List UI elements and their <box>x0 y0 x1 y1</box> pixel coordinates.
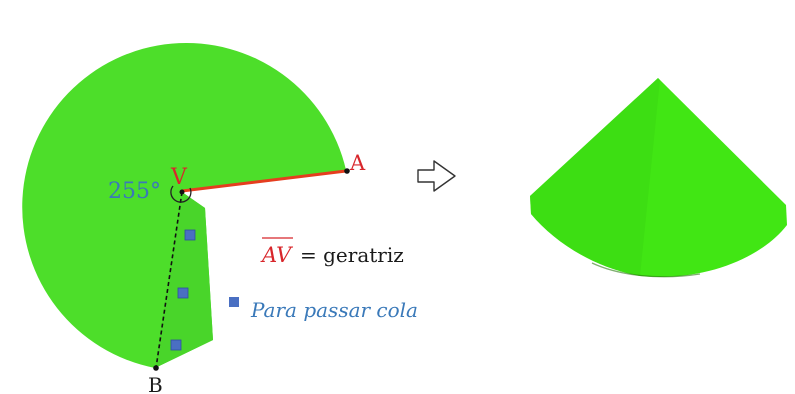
point-b <box>153 365 159 371</box>
cone-shading <box>530 78 660 276</box>
angle-label: 255° <box>108 179 161 204</box>
glue-flap <box>155 192 213 368</box>
fold-line-vb <box>155 191 183 369</box>
point-b-label: B <box>148 373 163 394</box>
glue-square-1 <box>184 229 196 241</box>
vertex-label: V <box>170 165 188 190</box>
legend-square-icon <box>229 297 239 307</box>
vertex-point <box>179 189 185 195</box>
generatrix-segment-va <box>181 169 347 193</box>
angle-arc <box>170 185 192 203</box>
glue-square-2 <box>177 287 189 299</box>
generatrix-equation-text: = geratriz <box>300 243 404 267</box>
point-a <box>344 168 350 174</box>
right-arrow-outline-icon <box>417 160 456 192</box>
segment-label: AV <box>260 243 293 267</box>
point-a-label: A <box>349 151 366 175</box>
glue-square-3 <box>170 339 182 351</box>
legend-text: Para passar cola <box>250 298 418 322</box>
cone-base-edge <box>591 262 701 278</box>
